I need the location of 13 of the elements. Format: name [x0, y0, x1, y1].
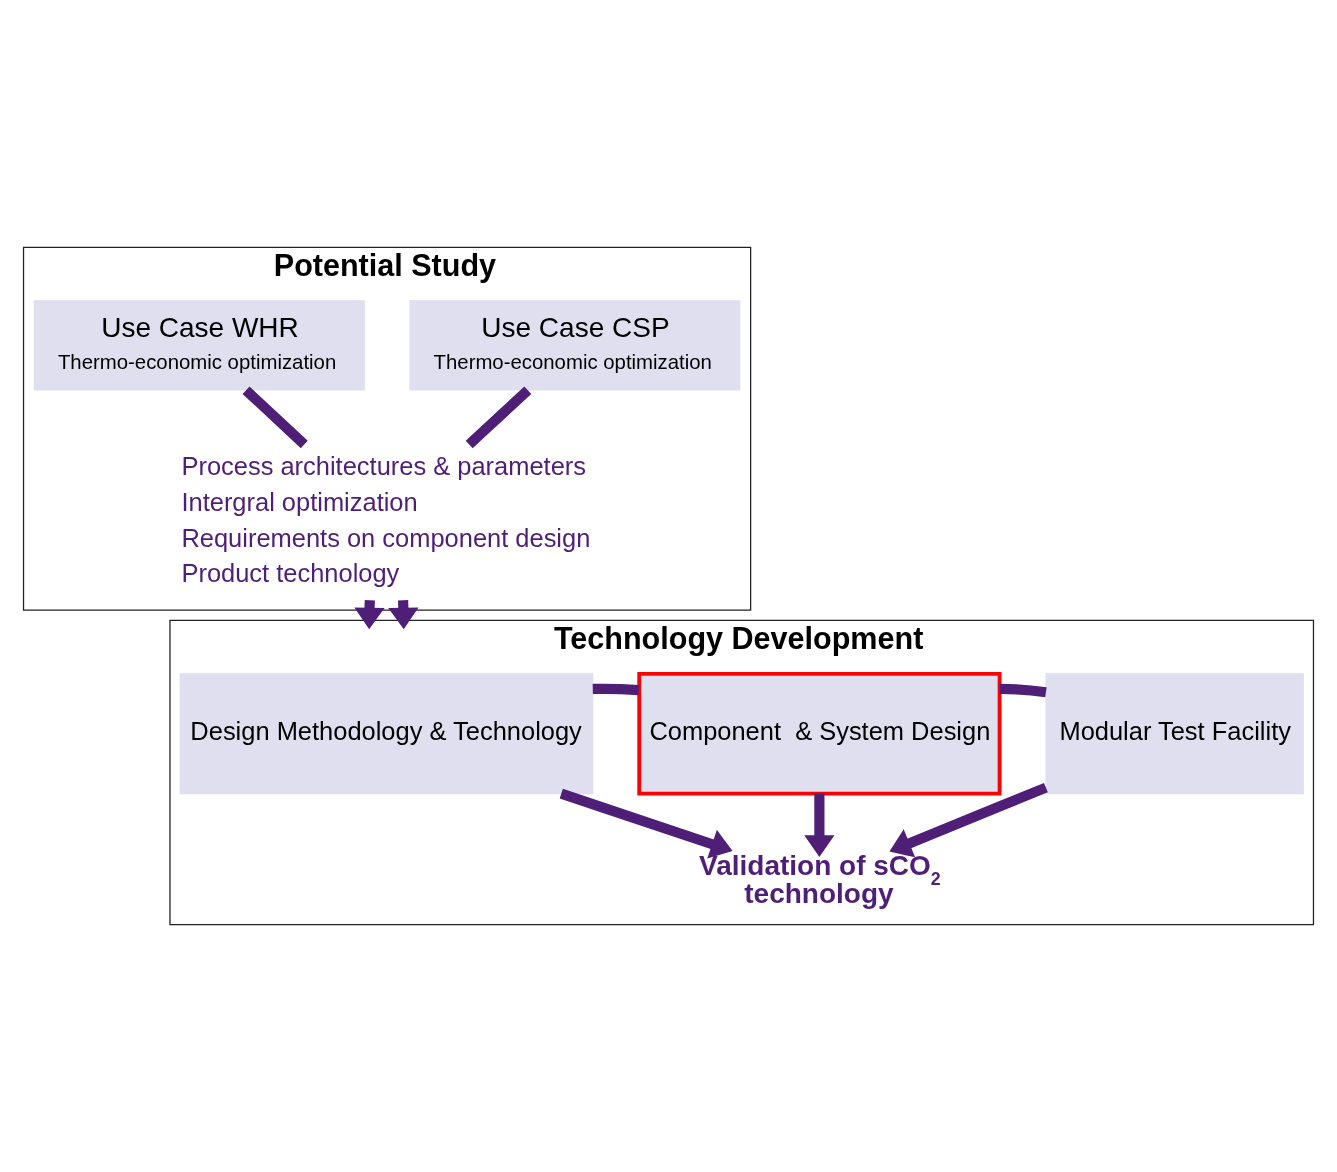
- connector: [592, 683, 640, 696]
- node-box: Modular Test Facility: [1045, 673, 1304, 795]
- node-box: Use Case CSP Thermo-economic optimization: [409, 300, 741, 391]
- arrow: [804, 793, 835, 857]
- arrow: [889, 782, 1048, 858]
- connector: [242, 386, 308, 449]
- connector: [465, 386, 532, 449]
- arrow: [559, 788, 733, 859]
- node-text: Validation of sCO$_{2}$ technology: [699, 849, 941, 909]
- node-box: Use Case WHR Thermo-economic optimization: [33, 300, 365, 391]
- node-text: Process architectures & parameters Intergral optimization Requirements on component design Product technology: [181, 452, 591, 588]
- node-box: Component & System Design: [637, 671, 1002, 796]
- node-box: Design Methodology & Technology: [179, 673, 594, 795]
